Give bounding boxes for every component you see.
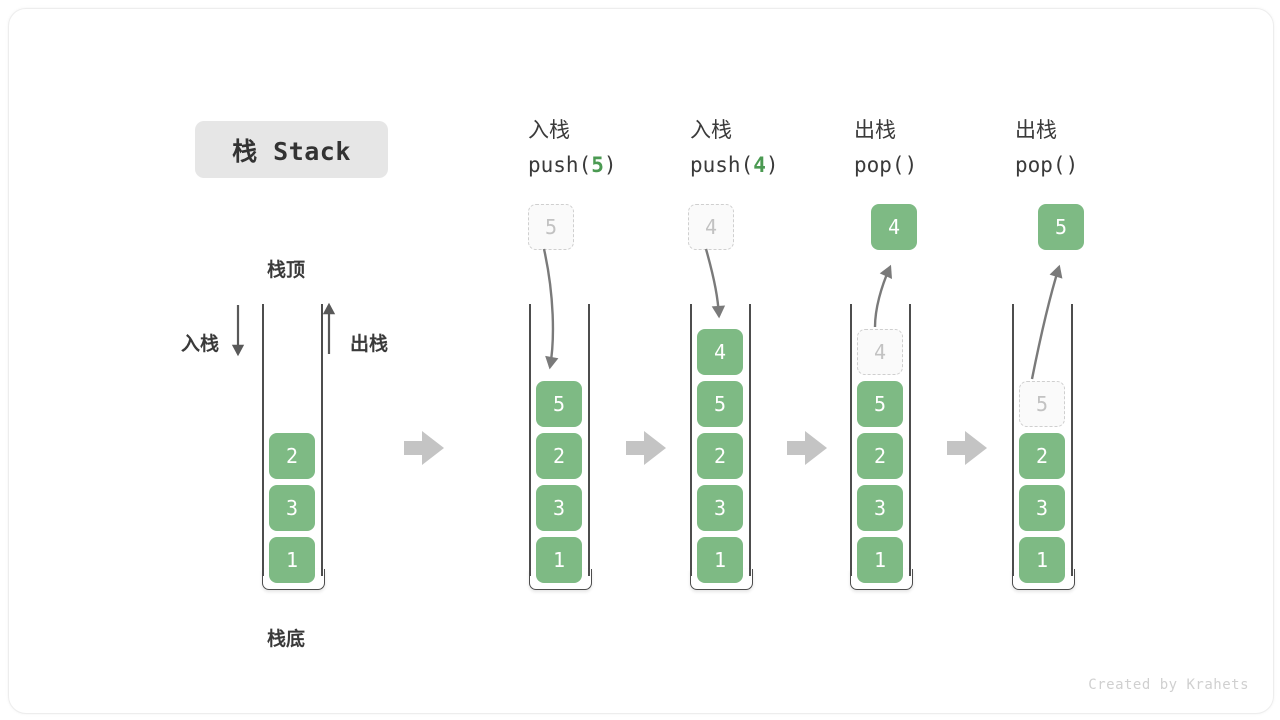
column-op-code: push(4) [690, 153, 779, 177]
pop-flow-arrow [1030, 264, 1063, 380]
column-op-cn: 入栈 [690, 119, 732, 142]
separator-arrow [404, 431, 444, 465]
stack-wall-left [262, 304, 264, 576]
column-op-code: pop() [1015, 153, 1079, 177]
stack-wall-right [749, 304, 751, 576]
stack-cell: 2 [1019, 433, 1065, 479]
stack-cell-ghost: 5 [1019, 381, 1065, 427]
separator-arrow [787, 431, 827, 465]
stack-cell: 1 [857, 537, 903, 583]
column-op-cn: 入栈 [528, 119, 570, 142]
stack-bottom-curve [690, 569, 753, 590]
pop-flow-arrow [873, 264, 892, 328]
stack-bottom-curve [1012, 569, 1075, 590]
column-op-cn: 出栈 [1015, 119, 1057, 142]
stack-cell: 1 [269, 537, 315, 583]
column-header: 入栈 push(4) [690, 113, 779, 183]
stack-bottom-curve [529, 569, 592, 590]
outside-value-box: 4 [688, 204, 734, 250]
stack-cell: 3 [857, 485, 903, 531]
stack-bottom-curve [262, 569, 325, 590]
stack-cell: 4 [697, 329, 743, 375]
stack-cell: 2 [697, 433, 743, 479]
stack-bottom-label: 栈底 [267, 629, 306, 650]
stack-cell: 2 [857, 433, 903, 479]
stack-cell: 2 [269, 433, 315, 479]
push-flow-arrow [704, 248, 726, 319]
stack-cell: 5 [536, 381, 582, 427]
column-header: 入栈 push(5) [528, 113, 617, 183]
separator-arrow [947, 431, 987, 465]
outside-value-box: 4 [871, 204, 917, 250]
push-side-label: 入栈 [181, 334, 220, 355]
column-op-cn: 出栈 [854, 119, 896, 142]
stack-wall-right [1071, 304, 1073, 576]
stack-wall-right [321, 304, 323, 576]
outside-value-box: 5 [528, 204, 574, 250]
footer-credit: Created by Krahets [1088, 677, 1249, 693]
stack-cell: 2 [536, 433, 582, 479]
column-op-code: pop() [854, 153, 918, 177]
pop-side-label: 出栈 [350, 334, 389, 355]
stack-wall-left [1012, 304, 1014, 576]
title-badge: 栈 Stack [195, 121, 388, 178]
outside-value-box: 5 [1038, 204, 1084, 250]
stack-cell: 3 [1019, 485, 1065, 531]
stack-wall-right [588, 304, 590, 576]
stack-wall-left [690, 304, 692, 576]
stack-cell: 3 [536, 485, 582, 531]
stack-wall-right [909, 304, 911, 576]
stack-wall-left [529, 304, 531, 576]
stack-bottom-curve [850, 569, 913, 590]
column-header: 出栈 pop() [854, 113, 917, 183]
stack-cell: 1 [697, 537, 743, 583]
stack-cell: 5 [697, 381, 743, 427]
diagram-canvas: 栈 Stack 栈顶 栈底 入栈 出栈 2 3 1 入栈 push(5) 5 5… [8, 8, 1274, 714]
arrows-overlay [231, 248, 1063, 465]
stack-top-label: 栈顶 [267, 260, 306, 281]
push-flow-arrow [542, 248, 559, 370]
stack-cell: 3 [269, 485, 315, 531]
stack-cell: 1 [1019, 537, 1065, 583]
stack-cell: 1 [536, 537, 582, 583]
column-header: 出栈 pop() [1015, 113, 1078, 183]
stack-cell-ghost: 4 [857, 329, 903, 375]
stack-cell: 5 [857, 381, 903, 427]
stack-wall-left [850, 304, 852, 576]
stack-cell: 3 [697, 485, 743, 531]
separator-arrow [626, 431, 666, 465]
column-op-code: push(5) [528, 153, 617, 177]
